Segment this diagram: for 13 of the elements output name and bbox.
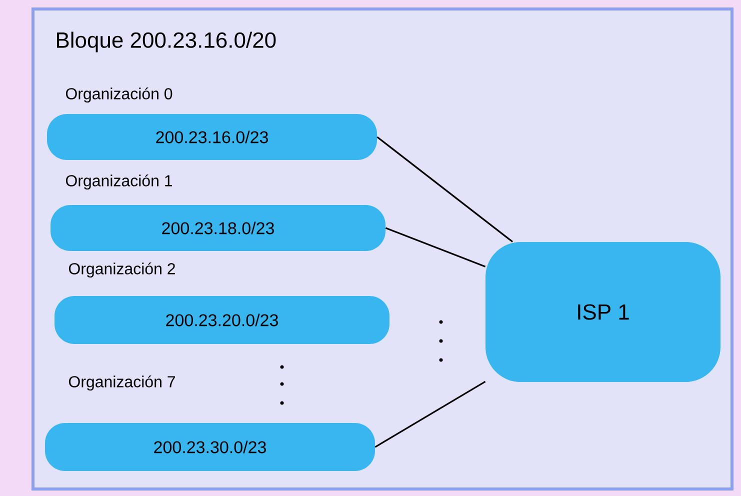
subnet-blob: 200.23.16.0/23: [47, 114, 377, 160]
cloud: ISP 1: [486, 242, 720, 382]
subnet-blob: 200.23.18.0/23: [50, 205, 386, 251]
subnet-blob: 200.23.20.0/23: [54, 296, 390, 344]
organization-label: Organización 2: [68, 262, 175, 278]
organization-label: Organización 1: [66, 174, 172, 190]
title: Bloque 200.23.16.0/20: [57, 32, 276, 52]
connector-line: [374, 380, 486, 448]
organization-label: Organización 7: [68, 375, 175, 391]
connector-line: [376, 136, 514, 242]
organization-label: Organización 0: [66, 87, 172, 103]
connector-line: [385, 227, 486, 268]
subnet-blob: 200.23.30.0/23: [45, 423, 375, 471]
